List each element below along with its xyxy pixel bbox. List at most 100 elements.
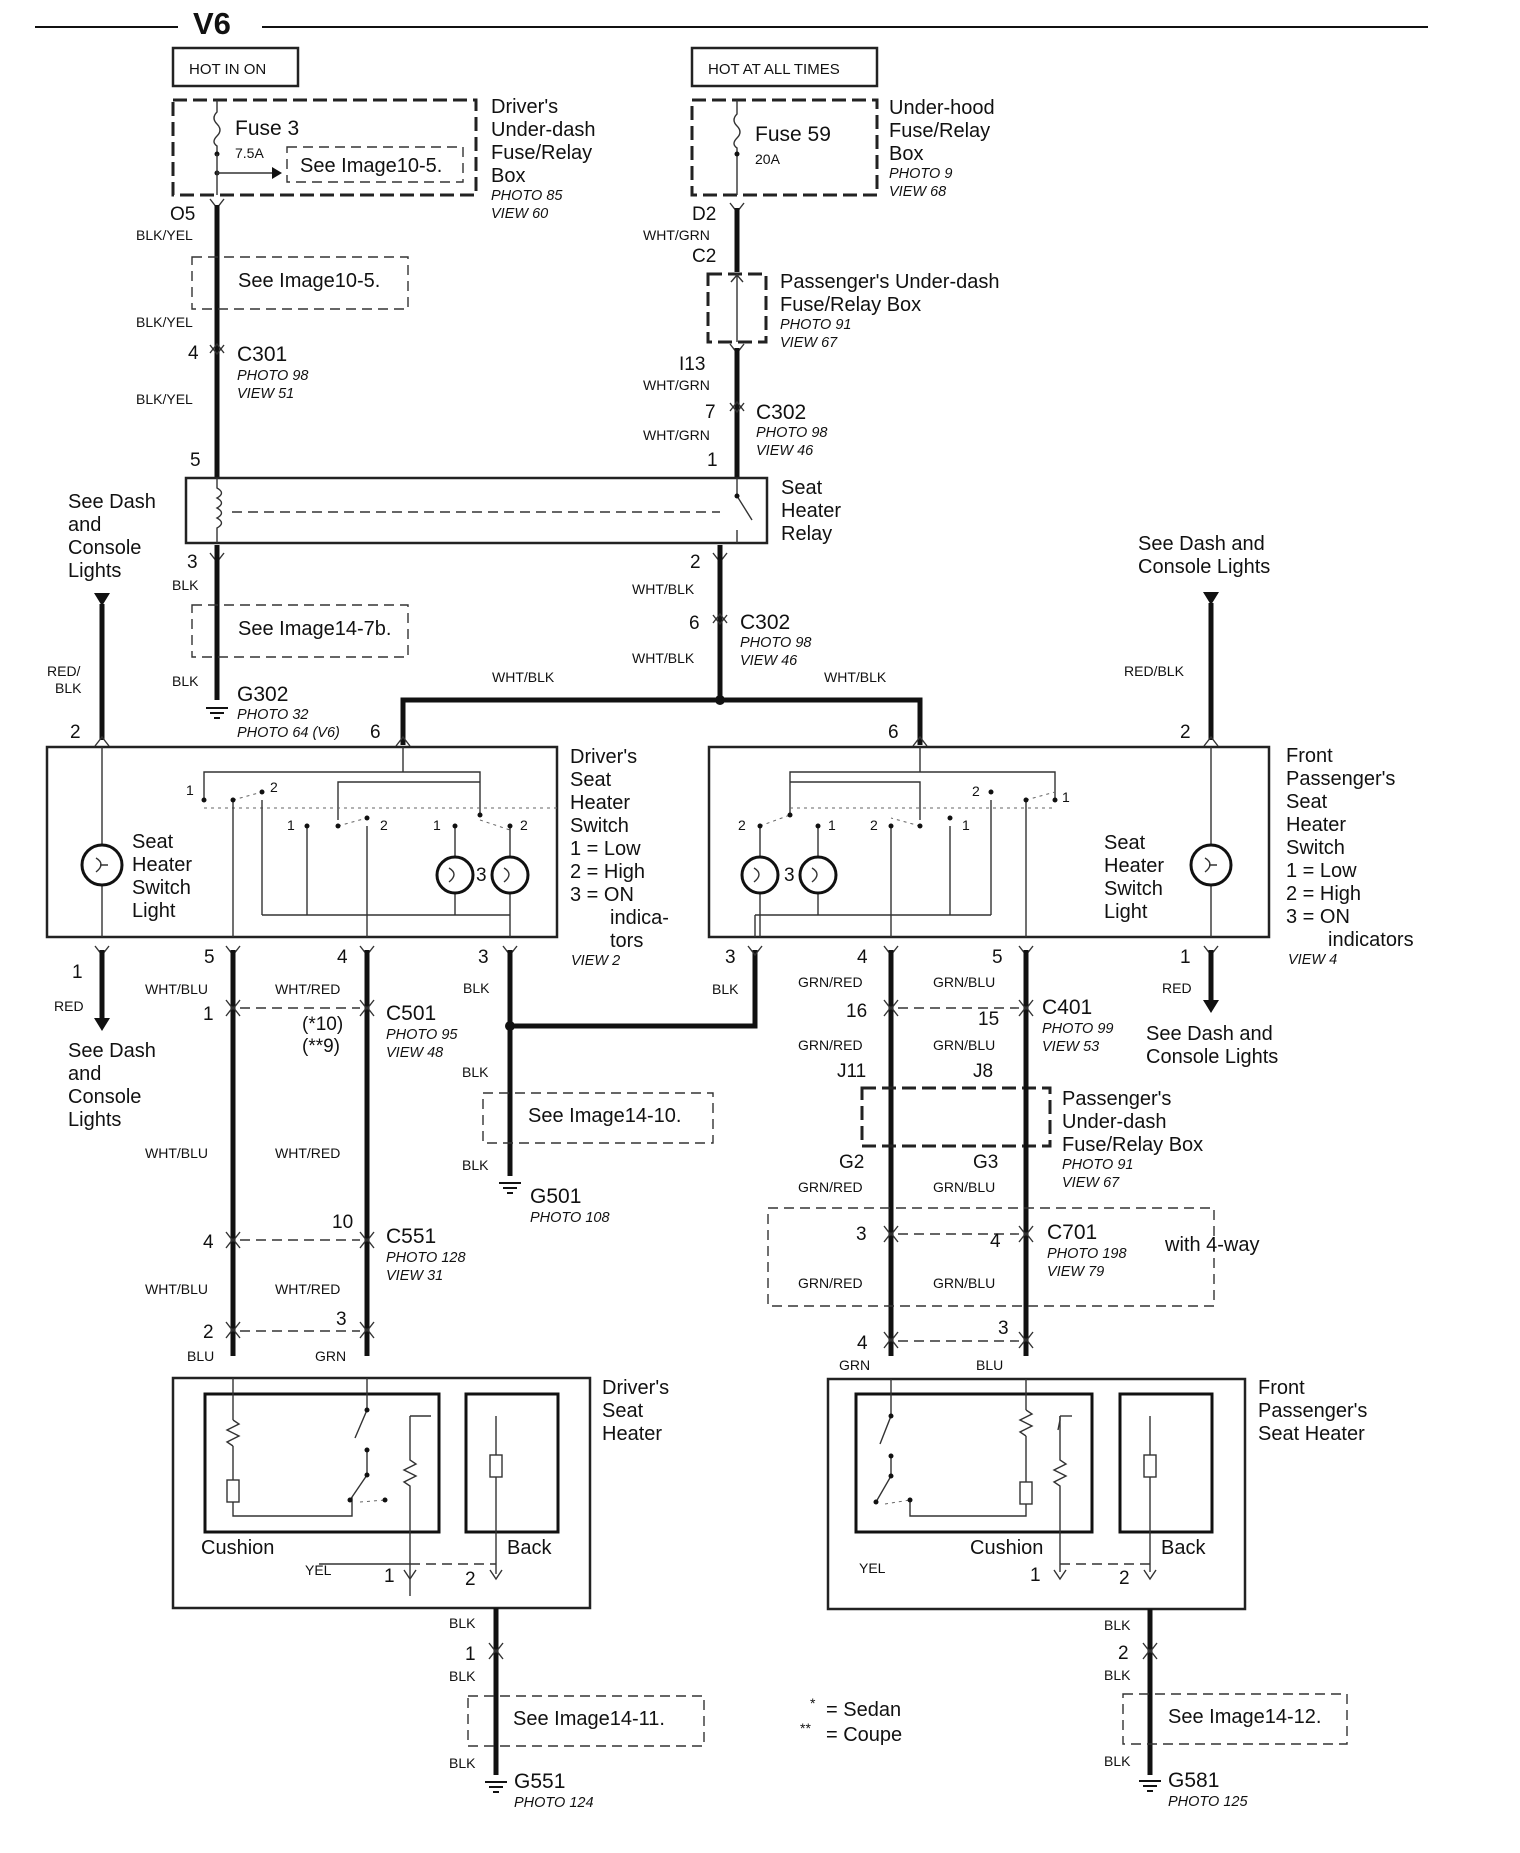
drv-sw-pin-2: 2 <box>70 722 81 743</box>
pass-heater-pin-3: 3 <box>998 1318 1009 1339</box>
c401-pin-16: 16 <box>846 1001 867 1022</box>
pass-underdash-bottom-photo: PHOTO 91 <box>1062 1157 1133 1173</box>
drv-switch-legend-4: indica- <box>610 907 669 929</box>
pass-heater-pin-1: 1 <box>1030 1565 1041 1586</box>
legend-coupe: = Coupe <box>826 1724 902 1746</box>
pass-sw-pin-2: 2 <box>1180 722 1191 743</box>
pass-switch-view: VIEW 4 <box>1288 952 1337 968</box>
c401-photo: PHOTO 99 <box>1042 1021 1113 1037</box>
drv-light-label-3: Switch <box>132 877 191 899</box>
c701-pin-4: 4 <box>990 1231 1001 1252</box>
drv-switch-title-3: Heater <box>570 792 630 814</box>
drivers-underdash-fuse-box <box>171 98 478 197</box>
left-dash-top-4: Lights <box>68 560 121 582</box>
c302b-photo: PHOTO 98 <box>740 635 811 651</box>
pass-light-label-2: Heater <box>1104 855 1164 877</box>
pass-light-label-4: Light <box>1104 901 1148 923</box>
legend-sedan: = Sedan <box>826 1699 901 1721</box>
relay-pin-3: 3 <box>187 552 198 573</box>
drivers-underdash-photo: PHOTO 85 <box>491 188 563 204</box>
wire-blk-cross <box>510 950 758 1029</box>
c501-note-1: (*10) <box>302 1014 343 1035</box>
heater-drv-pin-3: 3 <box>336 1309 347 1330</box>
wire-label-red-right: RED <box>1162 980 1192 996</box>
wire-label-blk-5: BLK <box>462 1157 489 1173</box>
svg-text:3: 3 <box>476 865 487 886</box>
drv-heater-title-1: Driver's <box>602 1377 669 1399</box>
wire-label-wht-blk-3: WHT/BLK <box>492 669 555 685</box>
svg-text:2: 2 <box>972 783 980 799</box>
underhood-label-3: Box <box>889 143 923 165</box>
g501-photo: PHOTO 108 <box>530 1210 610 1226</box>
drv-sw-pin-6: 6 <box>370 722 381 743</box>
wire-label-blk-yel-3: BLK/YEL <box>136 391 193 407</box>
svg-text:1: 1 <box>1062 789 1070 805</box>
drivers-seat-heater <box>171 1376 592 1610</box>
wire-label-grn-blu-1: GRN/BLU <box>933 974 995 990</box>
relay-pin-2: 2 <box>690 552 701 573</box>
passenger-seat-heater-switch <box>707 745 1271 939</box>
pin-c2: C2 <box>692 246 716 267</box>
svg-text:2: 2 <box>270 779 278 795</box>
drv-cushion-label: Cushion <box>201 1537 274 1559</box>
c501-note-2: (**9) <box>302 1036 340 1057</box>
drivers-switch-internals <box>101 747 557 937</box>
pass-cushion-label: Cushion <box>970 1537 1043 1559</box>
drivers-underdash-view: VIEW 60 <box>491 206 548 222</box>
passenger-seat-heater <box>826 1377 1247 1611</box>
drv-switch-legend-5: tors <box>610 930 643 952</box>
pass-switch-title-2: Passenger's <box>1286 768 1395 790</box>
c551-pin-4: 4 <box>203 1232 214 1253</box>
passenger-switch-internals <box>754 747 1212 937</box>
g581-name: G581 <box>1168 1769 1219 1792</box>
left-dash-bottom-4: Lights <box>68 1109 121 1131</box>
drv-light-label-1: Seat <box>132 831 174 853</box>
c301-name: C301 <box>237 343 287 366</box>
pass-underdash-top-photo: PHOTO 91 <box>780 317 851 333</box>
wire-label-yel-left: YEL <box>305 1562 332 1578</box>
c302b-name: C302 <box>740 611 790 634</box>
see-ref-4: See Image14-10. <box>528 1105 681 1127</box>
wire-label-blk-8: BLK <box>449 1755 476 1771</box>
g302-photo2: PHOTO 64 (V6) <box>237 725 340 741</box>
see-ref-5: See Image14-11. <box>513 1708 665 1730</box>
svg-text:2: 2 <box>520 817 528 833</box>
wire-label-blk-7: BLK <box>449 1668 476 1684</box>
fuse59-name: Fuse 59 <box>755 123 831 146</box>
drv-switch-legend-3: 3 = ON <box>570 884 634 906</box>
wire-label-wht-red-1: WHT/RED <box>275 981 340 997</box>
underhood-label-1: Under-hood <box>889 97 995 119</box>
wire-label-blk-6: BLK <box>449 1615 476 1631</box>
left-dash-bottom-3: Console <box>68 1086 141 1108</box>
wire-label-wht-grn-2: WHT/GRN <box>643 377 710 393</box>
wire-label-blk-4: BLK <box>462 1064 489 1080</box>
drv-heater-internals <box>225 1378 503 1596</box>
pass-switch-legend-4: indicators <box>1328 929 1414 951</box>
c302a-pin: 7 <box>705 402 716 423</box>
fuse3-name: Fuse 3 <box>235 117 299 140</box>
left-dash-top-2: and <box>68 514 101 536</box>
svg-text:1: 1 <box>962 817 970 833</box>
wire-label-blu: BLU <box>187 1348 214 1364</box>
c301-view: VIEW 51 <box>237 386 294 402</box>
underhood-view: VIEW 68 <box>889 184 946 200</box>
pin-j11: J11 <box>837 1061 866 1082</box>
pass-underdash-top-label-2: Fuse/Relay Box <box>780 294 921 316</box>
right-dash-bottom-1: See Dash and <box>1146 1023 1273 1045</box>
underhood-photo: PHOTO 9 <box>889 166 952 182</box>
pass-underdash-bottom-label-3: Fuse/Relay Box <box>1062 1134 1203 1156</box>
drv-sw-pin-4: 4 <box>337 947 348 968</box>
c551-view: VIEW 31 <box>386 1268 443 1284</box>
relay-contact <box>736 495 753 521</box>
pin-i13: I13 <box>679 354 705 375</box>
wire-label-blk-10: BLK <box>1104 1667 1131 1683</box>
wire-label-wht-blu-3: WHT/BLU <box>145 1281 208 1297</box>
see-ref-2-box <box>191 256 409 310</box>
drv-heater-pin-2b: 2 <box>465 1569 476 1590</box>
fuse3-rating: 7.5A <box>235 145 264 161</box>
wire-label-grn-red-1: GRN/RED <box>798 974 863 990</box>
fuse59-symbol <box>733 100 741 195</box>
drv-cushion-element <box>203 1392 441 1534</box>
c701-view: VIEW 79 <box>1047 1264 1104 1280</box>
drivers-underdash-label-3: Fuse/Relay <box>491 142 592 164</box>
